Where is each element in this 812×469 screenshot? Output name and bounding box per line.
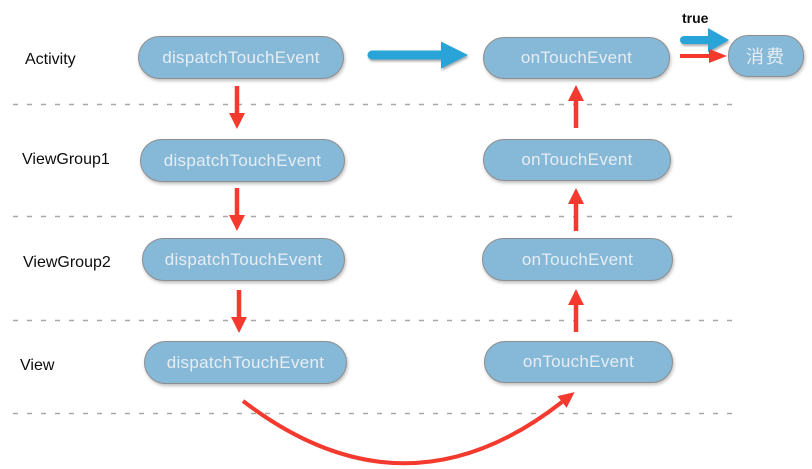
arrow-dispatch-viewgroup2-to-view <box>231 290 247 333</box>
node-activity-ontouchevent: onTouchEvent <box>483 37 670 79</box>
row-label-view: View <box>20 357 55 374</box>
red-true-arrow-icon <box>680 49 727 63</box>
row-label-viewgroup2: ViewGroup2 <box>23 254 111 271</box>
condition-true-label: true <box>682 10 709 26</box>
blue-true-arrow-icon <box>680 28 729 52</box>
node-view-dispatchtouchevent: dispatchTouchEvent <box>144 341 347 384</box>
node-viewgroup1-ontouchevent: onTouchEvent <box>483 139 671 181</box>
arrow-ontouch-view-to-viewgroup2 <box>568 289 584 332</box>
arrow-dispatch-viewgroup1-to-viewgroup2 <box>229 188 245 231</box>
node-consume: 消费 <box>728 35 804 77</box>
blue-right-arrow-icon <box>367 41 468 69</box>
arrow-dispatch-activity-to-viewgroup1 <box>229 86 245 129</box>
node-activity-dispatchtouchevent: dispatchTouchEvent <box>138 36 344 79</box>
node-viewgroup2-dispatchtouchevent: dispatchTouchEvent <box>142 238 345 281</box>
arrow-ontouch-viewgroup2-to-viewgroup1 <box>568 188 584 231</box>
row-label-viewgroup1: ViewGroup1 <box>22 151 110 168</box>
row-label-activity: Activity <box>25 51 76 68</box>
node-viewgroup2-ontouchevent: onTouchEvent <box>482 238 673 281</box>
node-view-ontouchevent: onTouchEvent <box>484 341 673 383</box>
node-viewgroup1-dispatchtouchevent: dispatchTouchEvent <box>140 139 345 182</box>
arrow-ontouch-viewgroup1-to-activity <box>568 85 584 128</box>
curved-return-arrow-icon <box>241 392 575 466</box>
